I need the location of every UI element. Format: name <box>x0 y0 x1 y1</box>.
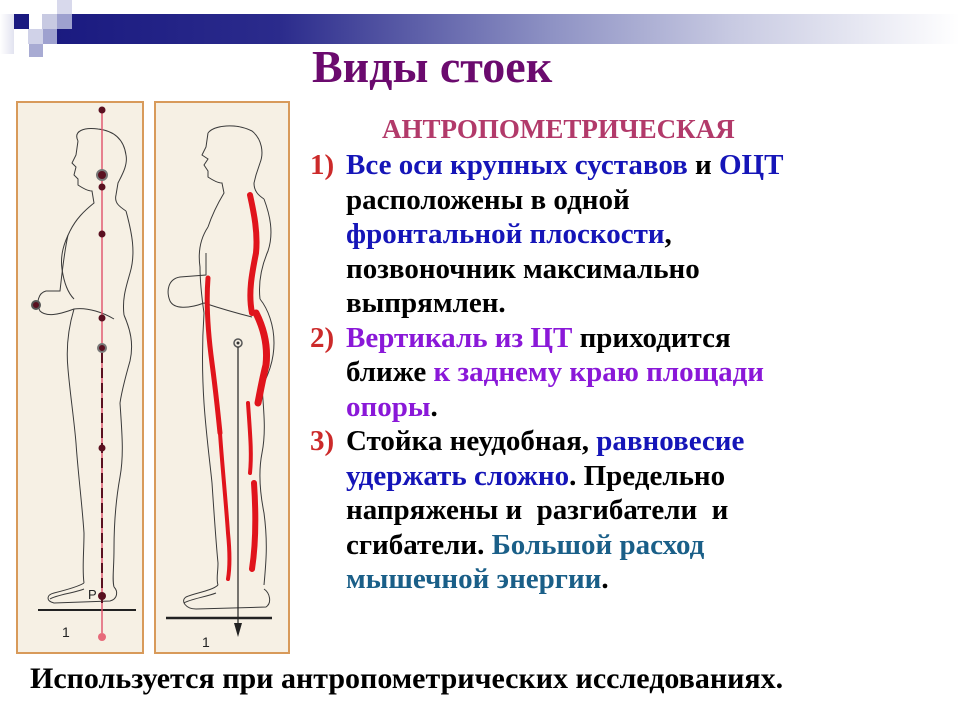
figure-joint-axes: P 1 <box>16 101 144 654</box>
header-square-lower <box>28 29 43 44</box>
header-square-lower-mid <box>43 29 57 44</box>
text-segment: фронтальной плоскости <box>346 218 665 250</box>
figure-number-label: 1 <box>62 624 70 640</box>
text-segment: Все оси крупных суставов <box>346 149 688 181</box>
standing-figure-axes-illustration: P 1 <box>31 106 136 641</box>
text-segment: равновесие <box>596 425 745 457</box>
item-number: 3) <box>310 425 335 457</box>
header-square-bottom <box>29 44 43 57</box>
item-number: 2) <box>310 321 335 354</box>
text-segment: . <box>601 563 609 595</box>
header-square-mid <box>57 14 72 29</box>
label-p: P <box>88 587 97 602</box>
slide-subtitle: АНТРОПОМЕТРИЧЕСКАЯ <box>382 114 735 144</box>
text-segment: Большой расход <box>491 528 705 561</box>
text-segment: ОЦТ <box>718 149 784 181</box>
text-segment: . <box>430 390 438 423</box>
text-segment: удержать сложно <box>346 459 570 492</box>
figure-number-label: 1 <box>202 634 210 650</box>
text-segment: Стойка неудобная, <box>346 425 597 457</box>
header-square-dark <box>14 14 29 29</box>
hamstring-muscle <box>246 401 253 475</box>
shin-muscle <box>218 431 232 581</box>
text-segment: опоры <box>346 390 431 423</box>
header-square-top <box>57 0 72 14</box>
text-segment: и <box>687 149 719 181</box>
standing-figure-muscles-illustration: 1 <box>166 125 275 650</box>
slide-body: 1) Все оси крупных суставов и ОЦТ располо… <box>310 148 950 597</box>
text-segment: ближе <box>346 356 434 388</box>
text-segment: сгибатели. <box>346 528 492 561</box>
text-segment: позвоночник максимально <box>346 252 700 285</box>
slide-title: Виды стоек <box>312 41 553 92</box>
front-thigh-muscle <box>204 275 223 436</box>
header-gradient-bar <box>52 14 960 44</box>
text-segment: мышечной энергии <box>346 563 602 595</box>
text-segment: Вертикаль из ЦТ <box>346 321 573 354</box>
slide-footer: Используется при антропометрических иссл… <box>30 662 784 695</box>
text-segment: выпрямлен. <box>346 287 506 319</box>
gluteal-muscle <box>252 309 270 407</box>
text-segment: расположены в одной <box>346 183 630 216</box>
header-square-left-fade <box>0 14 14 54</box>
item-number: 1) <box>310 149 335 181</box>
list-item-2: 2) Вертикаль из ЦТ приходится ближе к зад… <box>310 321 950 425</box>
axis-endpoint <box>98 633 106 641</box>
text-segment: к заднему краю площади <box>433 356 764 388</box>
header-square-light <box>42 14 57 29</box>
list-item-1: 1) Все оси крупных суставов и ОЦТ располо… <box>310 148 950 321</box>
text-segment: . Предельно <box>569 459 726 492</box>
text-segment: напряжены и разгибатели и <box>346 494 729 526</box>
text-segment: приходится <box>572 321 731 354</box>
arrow-down-icon <box>234 623 242 637</box>
calf-muscle <box>249 480 259 572</box>
back-muscle <box>247 192 260 316</box>
figure-muscle-tension: 1 <box>154 101 290 654</box>
list-item-3: 3) Стойка неудобная, равновесие удержать … <box>310 424 950 597</box>
text-segment: , <box>664 218 672 250</box>
